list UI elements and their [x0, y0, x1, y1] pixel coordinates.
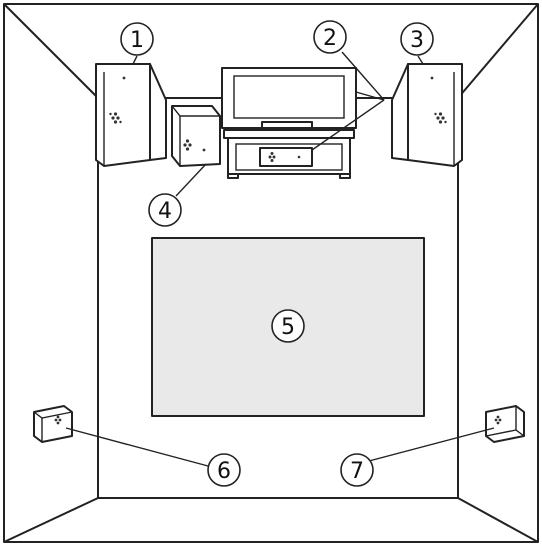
surround-right-speaker — [485, 405, 525, 443]
tv-stand — [221, 67, 357, 179]
callout-1: 1 — [120, 22, 154, 56]
callout-label: 4 — [158, 199, 172, 224]
callout-2: 2 — [313, 20, 347, 54]
room-corner-line-bottom-right — [457, 497, 539, 543]
callout-4: 4 — [148, 193, 182, 227]
room-corner-line-top-left — [3, 3, 99, 99]
room-corner-line-bottom-left — [3, 497, 99, 543]
callout-label: 7 — [350, 459, 364, 484]
speaker-grille-icon — [183, 139, 192, 151]
callout-3: 3 — [400, 22, 434, 56]
front-left-speaker — [95, 63, 167, 167]
callout-label: 5 — [281, 315, 295, 340]
callout-label: 1 — [130, 28, 144, 53]
room-outer-wall — [3, 3, 539, 543]
speaker-grille-icon — [109, 112, 122, 124]
leader-lines — [65, 51, 495, 467]
speaker-grille-icon — [434, 112, 447, 124]
surround-left-speaker — [33, 405, 73, 443]
callout-6: 6 — [207, 453, 241, 487]
callout-label: 6 — [217, 459, 231, 484]
subwoofer — [171, 105, 221, 167]
callout-7: 7 — [340, 453, 374, 487]
room-corner-line-top-right — [457, 3, 539, 99]
callout-label: 2 — [323, 26, 337, 51]
callout-label: 3 — [410, 28, 424, 53]
callout-5: 5 — [271, 309, 305, 343]
front-right-speaker — [391, 63, 463, 167]
center-speaker — [259, 147, 313, 167]
